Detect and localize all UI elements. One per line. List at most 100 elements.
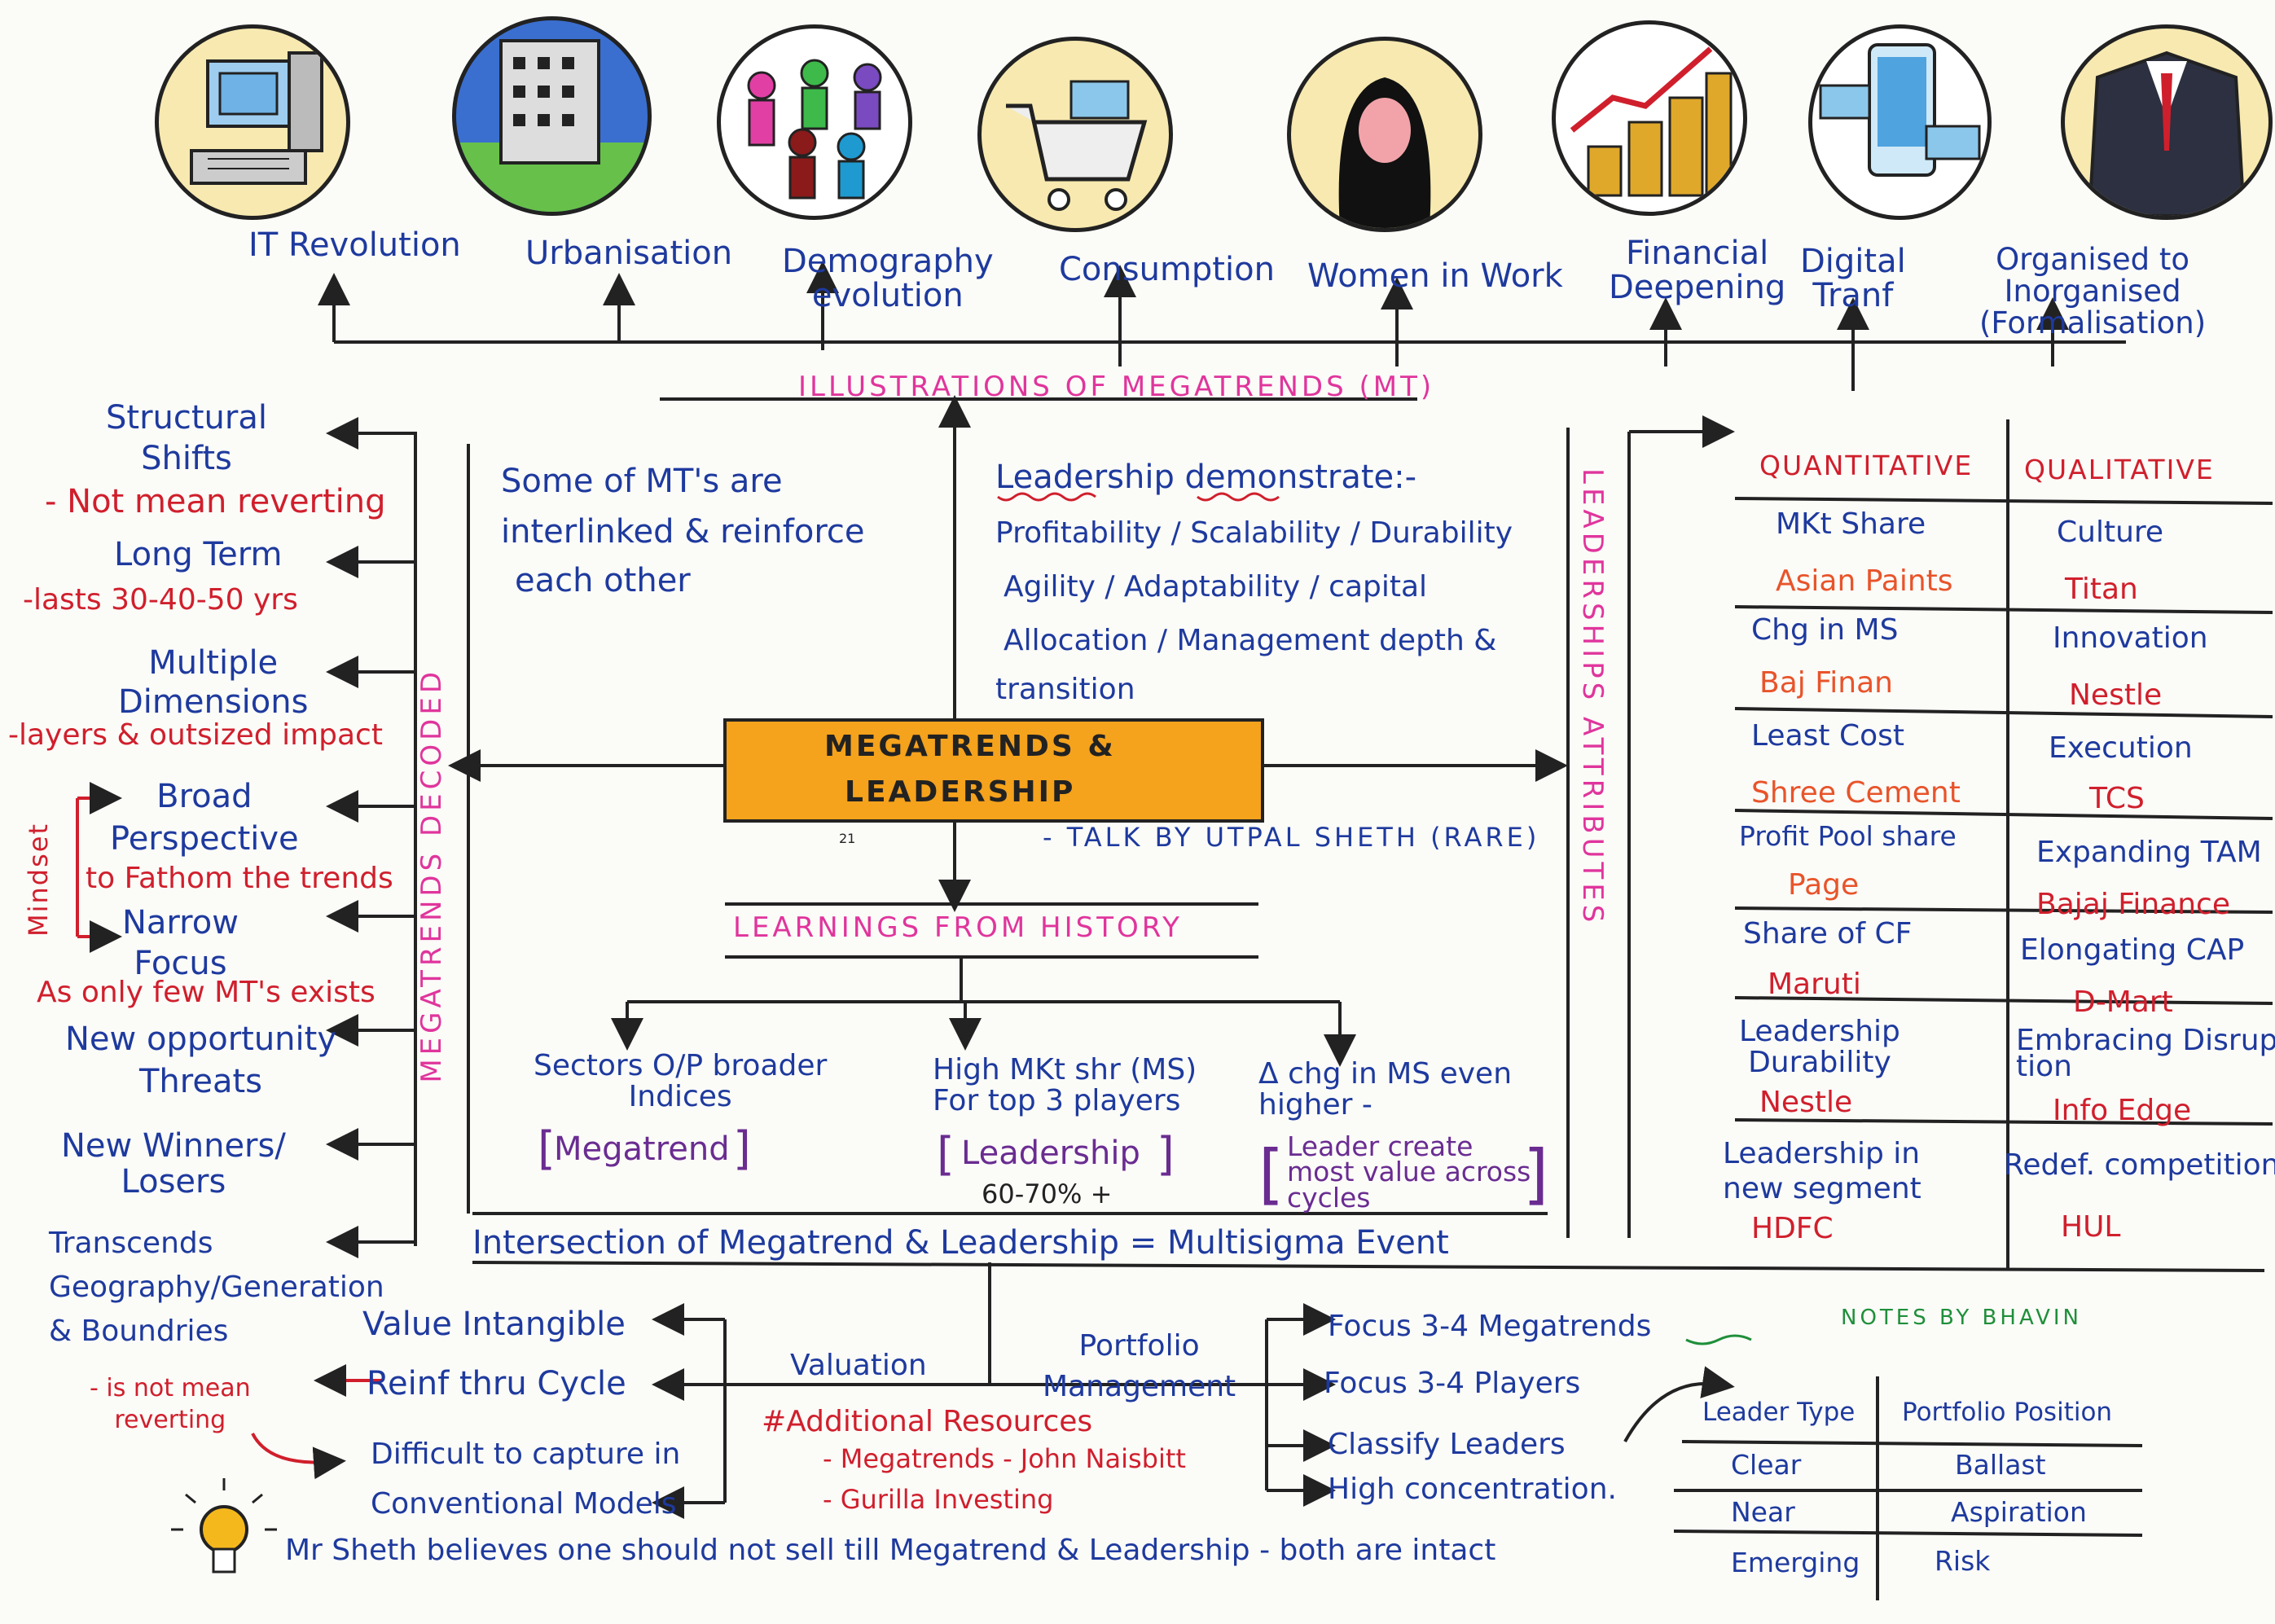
portfolio-focus-players: Focus 3-4 Players xyxy=(1324,1367,1581,1400)
leader-type-near: Near xyxy=(1731,1496,1795,1528)
label-demography: Demography evolution xyxy=(782,243,994,314)
lightbulb-icon xyxy=(171,1478,277,1574)
valuation-value-intangible: Value Intangible xyxy=(362,1306,626,1343)
left-item-broad-perspective: Broad Perspective xyxy=(110,778,299,858)
quant-profit-pool: Profit Pool share xyxy=(1739,820,1957,852)
illustrations-header: ILLUSTRATIONS OF MEGATRENDS (MT) xyxy=(798,371,1435,403)
leader-type-emerging: Emerging xyxy=(1731,1547,1860,1578)
label-digital-tranf: Digital Tranf xyxy=(1800,243,1906,314)
qual-bajaj-finance: Bajaj Finance xyxy=(2036,888,2230,921)
valuation-reinf-cycle: Reinf thru Cycle xyxy=(367,1365,626,1402)
left-item-narrow-focus: Narrow Focus xyxy=(122,904,239,982)
leadership-demonstrate-title: Leadership demonstrate:- xyxy=(995,459,1417,496)
history-megatrend-tag: Megatrend xyxy=(554,1130,730,1168)
label-urbanisation: Urbanisation xyxy=(525,235,733,272)
talk-by: - TALK BY UTPAL SHETH (RARE) xyxy=(1043,822,1540,853)
center-title-box: MEGATRENDS & LEADERSHIP xyxy=(723,718,1264,823)
bracket-left-3: [ xyxy=(1258,1136,1285,1212)
computer-icon xyxy=(155,24,350,220)
quant-nestle: Nestle xyxy=(1759,1086,1853,1119)
left-item-new-opportunity: New opportunity Threats xyxy=(65,1020,336,1100)
phone-payment-icon xyxy=(1808,24,1992,220)
left-sub-not-mean-reverting: - Not mean reverting xyxy=(45,483,386,520)
label-women-in-work: Women in Work xyxy=(1307,257,1563,295)
qual-expanding-tam: Expanding TAM xyxy=(2036,836,2262,869)
history-sectors: Sectors O/P broader Indices xyxy=(534,1049,828,1113)
qual-culture: Culture xyxy=(2057,516,2164,549)
megatrends-decoded-label: MEGATRENDS DECODED xyxy=(415,668,448,1083)
leader-pos-ballast: Ballast xyxy=(1955,1449,2046,1481)
center-title-line1: MEGATRENDS & xyxy=(824,730,1116,763)
mindset-label: Mindset xyxy=(23,823,54,937)
left-sub-few-mts: As only few MT's exists xyxy=(37,976,376,1009)
left-item-long-term: Long Term xyxy=(114,536,283,573)
resources-title: #Additional Resources xyxy=(762,1405,1093,1438)
leader-pos-risk: Risk xyxy=(1935,1545,1991,1577)
resources-gurilla: - Gurilla Investing xyxy=(823,1484,1054,1515)
label-consumption: Consumption xyxy=(1059,251,1275,288)
qual-innovation: Innovation xyxy=(2053,621,2208,655)
business-suit-icon xyxy=(2061,24,2273,220)
bracket-right-2: ] xyxy=(1157,1128,1175,1181)
leader-type-clear: Clear xyxy=(1731,1449,1802,1481)
qual-elongating-cap: Elongating CAP xyxy=(2020,933,2245,967)
leader-table-header-type: Leader Type xyxy=(1702,1398,1856,1427)
valuation-note: - is not mean reverting xyxy=(90,1374,251,1434)
bracket-right-3: ] xyxy=(1523,1136,1549,1212)
interlinked-line1: Some of MT's are xyxy=(501,463,783,500)
qual-nestle: Nestle xyxy=(2069,678,2163,712)
quant-share-of-cf: Share of CF xyxy=(1743,917,1913,950)
left-item-structural-shifts: Structural Shifts xyxy=(106,399,267,477)
history-60-70: 60-70% + xyxy=(982,1178,1113,1209)
qual-redef-competition: Redef. competition xyxy=(2004,1148,2275,1182)
leadership-demonstrate-line3: Allocation / Management depth & xyxy=(1004,624,1497,657)
people-icon xyxy=(717,24,912,220)
quant-leadership-durability: Leadership Durability xyxy=(1739,1015,1900,1079)
history-leadership-tag: Leadership xyxy=(961,1135,1140,1172)
notes-by: NOTES BY BHAVIN xyxy=(1841,1306,2082,1330)
quant-mkt-share: MKt Share xyxy=(1776,507,1926,541)
left-sub-fathom: to Fathom the trends xyxy=(86,862,393,895)
valuation-difficult: Difficult to capture in Conventional Mod… xyxy=(371,1437,681,1521)
left-item-multiple-dimensions: Multiple Dimensions xyxy=(118,644,309,721)
leader-pos-aspiration: Aspiration xyxy=(1951,1496,2087,1528)
valuation-label: Valuation xyxy=(790,1349,927,1382)
quant-maruti: Maruti xyxy=(1768,968,1861,1001)
left-sub-layers: -layers & outsized impact xyxy=(8,718,383,752)
qual-hul: HUL xyxy=(2061,1210,2121,1244)
history-leader-create-tag: Leader create most value across cycles xyxy=(1287,1130,1531,1214)
label-formalisation: Organised to Inorganised (Formalisation) xyxy=(1979,242,2207,340)
interlinked-line2: interlinked & reinforce xyxy=(501,513,865,551)
resources-megatrends: - Megatrends - John Naisbitt xyxy=(823,1443,1186,1474)
quant-baj-finan: Baj Finan xyxy=(1759,666,1893,700)
portfolio-focus-megatrends: Focus 3-4 Megatrends xyxy=(1328,1310,1652,1343)
table-header-quantitative: QUANTITATIVE xyxy=(1759,450,1974,481)
label-financial-deepening: Financial Deepening xyxy=(1609,235,1786,306)
quant-page: Page xyxy=(1788,868,1860,902)
history-high-mkt-shr: High MKt shr (MS) For top 3 players xyxy=(933,1053,1197,1117)
coins-growth-icon xyxy=(1552,20,1747,216)
quant-hdfc: HDFC xyxy=(1751,1212,1834,1245)
bracket-left-1: [ xyxy=(538,1122,556,1175)
footer-statement: Mr Sheth believes one should not sell ti… xyxy=(285,1534,1496,1567)
portfolio-label: Portfolio Management xyxy=(1043,1329,1236,1404)
history-delta-chg: Δ chg in MS even higher - xyxy=(1258,1057,1513,1121)
center-title-line2: LEADERSHIP xyxy=(845,775,1076,809)
quant-shree-cement: Shree Cement xyxy=(1751,776,1961,810)
qual-tcs: TCS xyxy=(2089,782,2145,815)
qual-titan: Titan xyxy=(2065,573,2138,606)
intersection-text: Intersection of Megatrend & Leadership =… xyxy=(472,1224,1449,1262)
left-sub-lasts: -lasts 30-40-50 yrs xyxy=(23,583,298,617)
leadership-demonstrate-line2: Agility / Adaptability / capital xyxy=(1004,570,1428,604)
quant-asian-paints: Asian Paints xyxy=(1776,564,1953,598)
portfolio-high-concentration: High concentration. xyxy=(1328,1473,1617,1506)
building-globe-icon xyxy=(452,16,652,216)
left-item-transcends: Transcends Geography/Generation & Boundr… xyxy=(49,1227,384,1348)
qual-d-mart: D-Mart xyxy=(2073,985,2173,1019)
qual-embracing-disruption: Embracing Disrup- tion xyxy=(2016,1024,2275,1084)
qual-execution: Execution xyxy=(2049,731,2193,765)
learnings-header: LEARNINGS FROM HISTORY xyxy=(733,911,1183,944)
label-it-revolution: IT Revolution xyxy=(248,226,461,264)
left-item-new-winners: New Winners/ Losers xyxy=(61,1127,286,1200)
